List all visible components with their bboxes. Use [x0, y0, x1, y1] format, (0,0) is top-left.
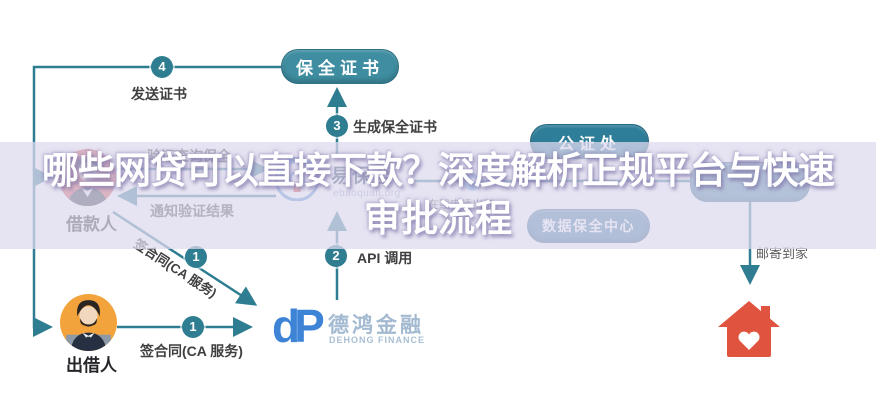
dehong-name: 德鸿金融	[328, 314, 424, 337]
step-1-badge: 1	[182, 316, 204, 338]
page-title: 哪些网贷可以直接下款？深度解析正规平台与快速 审批流程	[0, 147, 876, 243]
step-3-label: 生成保全证书	[353, 119, 437, 135]
dehong-name-en: DEHONG FINANCE	[329, 335, 426, 345]
step-4-badge: 4	[151, 56, 173, 78]
step-3-badge: 3	[326, 115, 348, 137]
certificate-box: 保全证书	[281, 49, 399, 84]
lender-avatar	[60, 294, 117, 356]
step-2-badge: 2	[325, 245, 347, 267]
page-title-line2: 审批流程	[364, 198, 512, 239]
step-4-label: 发送证书	[131, 86, 187, 102]
lender-label: 出借人	[66, 356, 117, 375]
certificate-box-label: 保全证书	[296, 59, 384, 78]
title-overlay-band	[0, 142, 876, 249]
house-heart-icon	[717, 300, 781, 363]
step-1-label: 签合同(CA 服务)	[140, 343, 243, 359]
dehong-logo: dP	[272, 300, 325, 352]
step-1-diagonal-badge: 1	[185, 246, 207, 268]
page-title-line1: 哪些网贷可以直接下款？深度解析正规平台与快速	[42, 150, 835, 191]
mail-home-label: 邮寄到家	[756, 246, 809, 261]
step-2-label: API 调用	[357, 250, 413, 266]
